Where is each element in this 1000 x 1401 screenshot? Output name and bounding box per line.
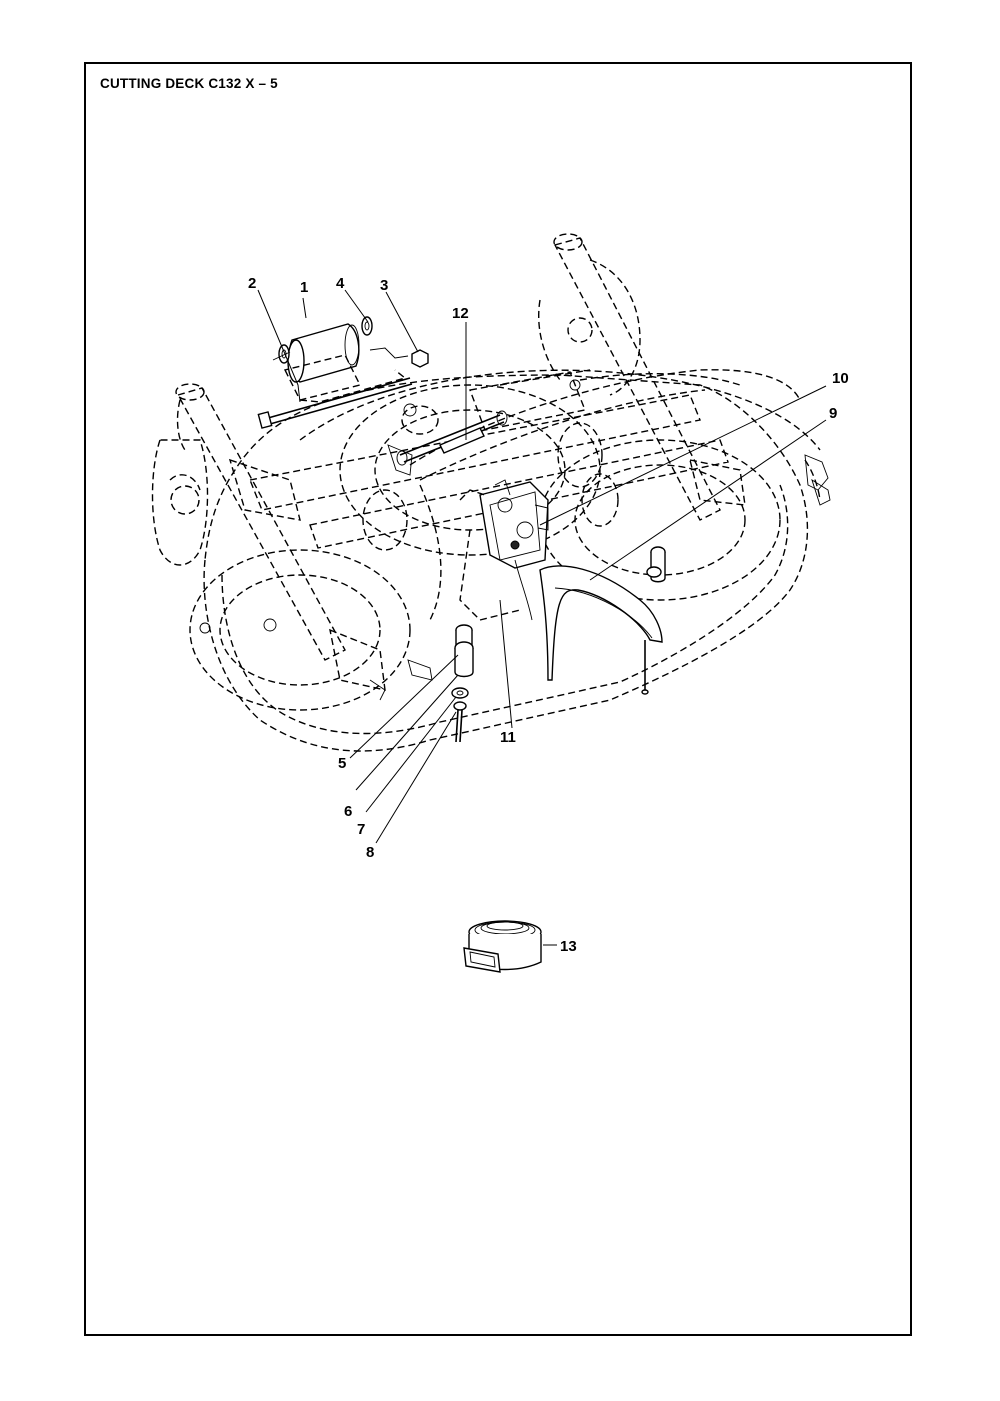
deck-housing [189,369,821,752]
pin-assembly-parts-5-8 [451,546,666,743]
washer-part-2 [278,344,290,364]
strap-part-13 [463,920,542,973]
deflector-part-9 [539,565,663,695]
roller-part-1 [287,323,360,383]
deck-cross-tubes [249,369,729,551]
leader-lines [257,289,827,946]
roller-bolt [257,347,413,429]
adjuster-part-12 [387,410,508,476]
deck-fittings [199,379,831,701]
nut-part-3 [411,349,429,368]
left-lift-arm [151,383,386,691]
callout-10: 10 [832,370,849,387]
gearbox-part-11 [459,479,549,621]
callout-13: 13 [560,938,577,955]
callout-6: 6 [344,803,352,820]
callout-4: 4 [336,275,345,292]
callout-5: 5 [338,755,346,772]
callout-2: 2 [248,275,256,292]
right-lift-arm [538,233,821,521]
callout-12: 12 [452,305,469,322]
callout-9: 9 [829,405,837,422]
callout-1: 1 [300,279,308,296]
washer-part-4 [361,316,373,336]
callout-8: 8 [366,844,374,861]
callout-3: 3 [380,277,388,294]
page-title: CUTTING DECK C132 X – 5 [100,76,278,91]
callout-11: 11 [500,729,516,746]
callout-7: 7 [357,821,365,838]
page-border [84,62,912,1336]
